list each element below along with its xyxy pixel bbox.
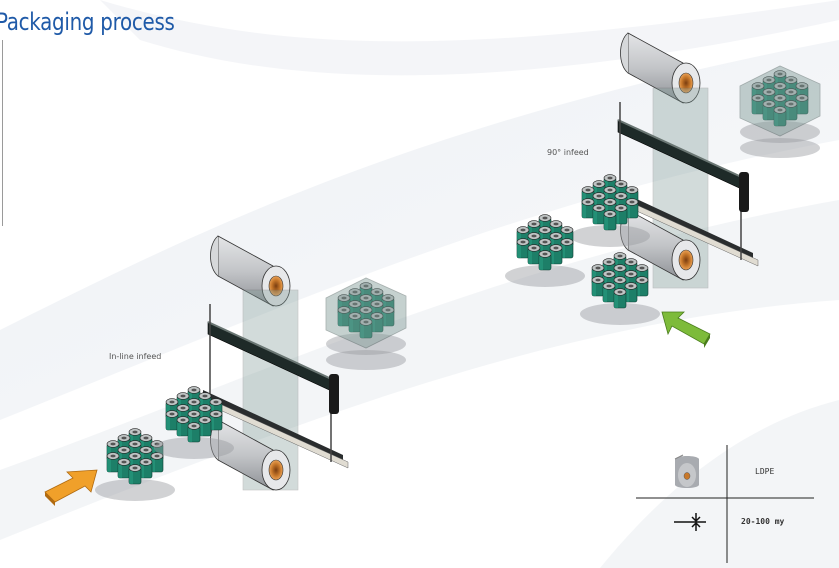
page-title: Packaging process [0,8,175,36]
inline-infeed-label: In-line infeed [109,352,162,361]
film-roll-icon [674,454,699,488]
thickness-value: 20-100 my [741,517,785,526]
inline-infeed-arrow [44,469,98,506]
material-value: LDPE [755,467,775,476]
ninety-infeed-arrow [661,311,711,348]
left-divider [2,40,3,226]
thickness-icon [674,513,706,531]
ninety-infeed-label: 90° infeed [547,148,589,157]
